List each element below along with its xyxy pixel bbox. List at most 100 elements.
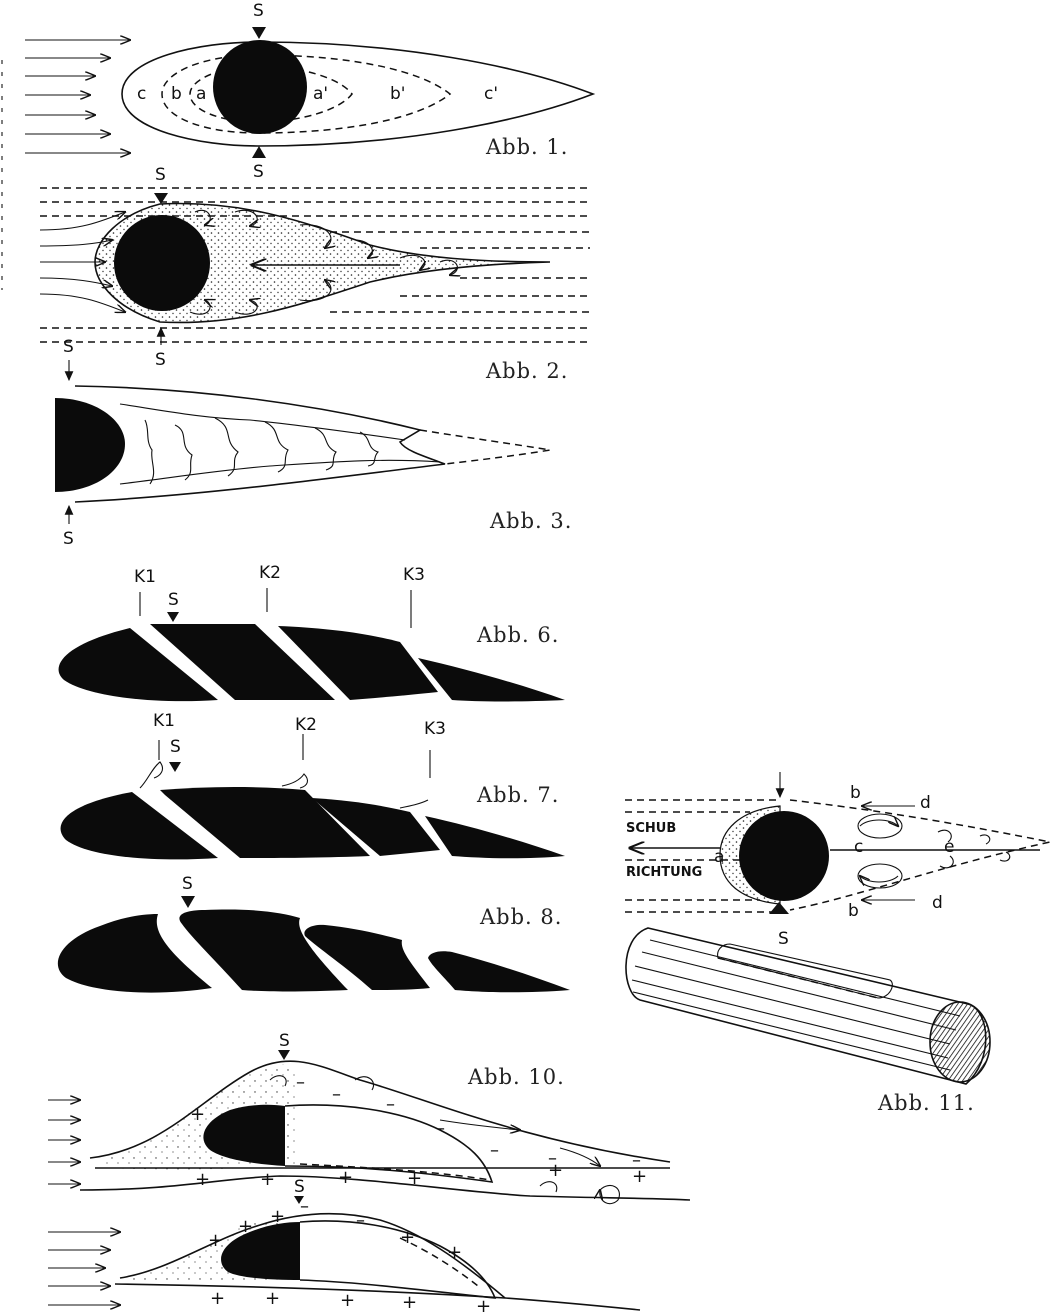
separation-curls (139, 761, 429, 809)
wing-segment-2 (179, 909, 348, 992)
wing-segment-2 (150, 624, 335, 700)
stagnation-marker (181, 896, 195, 908)
caption-abb3: Abb. 3. (489, 509, 572, 533)
caption-abb6: Abb. 6. (476, 623, 559, 647)
lower-wing-front (221, 1222, 300, 1280)
svg-text:–: – (296, 1072, 305, 1093)
svg-text:+: + (195, 1169, 210, 1190)
stagnation-label-bottom: S (63, 529, 74, 549)
wake-contour-lines (119, 403, 441, 485)
figure-abb3: S S Abb. 3. (55, 337, 572, 549)
figure-abb2: S S Abb. 2. (39, 165, 590, 383)
dashed-streamlines (40, 187, 590, 343)
wing-segment-4 (428, 951, 570, 993)
word-richtung: RICHTUNG (626, 865, 702, 880)
wing-segment-1 (57, 914, 213, 993)
caption-abb10: Abb. 10. (467, 1065, 565, 1089)
label-a: a (714, 847, 724, 867)
svg-text:+: + (402, 1292, 417, 1313)
k3-label: K3 (403, 565, 425, 585)
svg-text:+: + (238, 1216, 253, 1237)
k1-label: K1 (153, 711, 175, 731)
lower-wing-rear (299, 1220, 497, 1299)
upper-curls (269, 1075, 620, 1205)
stagnation-marker-top (252, 27, 266, 39)
wing-segment-3 (278, 626, 438, 700)
stagnation-marker-bottom (769, 902, 789, 914)
zone-label-b-prime: b' (390, 84, 405, 104)
stagnation-label-top: S (63, 337, 74, 357)
stagnation-marker-bottom (252, 146, 266, 158)
lower-stagnation-label: S (294, 1177, 305, 1197)
figure-abb1: S S c b a a' b' c' Abb. 1. (25, 1, 596, 182)
zone-label-c: c (137, 84, 146, 104)
zone-label-c-prime: c' (484, 84, 498, 104)
cylinder-body (114, 215, 210, 311)
svg-text:–: – (632, 1150, 641, 1171)
caption-abb2: Abb. 2. (485, 359, 568, 383)
label-b-top: b (850, 783, 861, 803)
svg-text:+: + (190, 1104, 205, 1125)
wing-segment-4 (418, 658, 565, 702)
stagnation-label-bottom: S (253, 162, 264, 182)
k3-label: K3 (424, 719, 446, 739)
stagnation-label: S (182, 874, 193, 894)
caption-abb7: Abb. 7. (476, 783, 559, 807)
svg-text:+: + (447, 1242, 462, 1263)
upper-stagnation-marker (278, 1050, 290, 1060)
cylinder-3d (625, 927, 991, 1085)
lower-outer-line (119, 1212, 506, 1299)
svg-text:–: – (490, 1140, 499, 1161)
wing-segment-3 (304, 924, 430, 990)
stagnation-label: S (778, 929, 789, 949)
caption-abb8: Abb. 8. (479, 905, 562, 929)
upper-wing-front (203, 1104, 285, 1166)
wake-outline (74, 385, 446, 503)
svg-text:+: + (270, 1206, 285, 1227)
k2-label: K2 (259, 563, 281, 583)
wing-segment-4 (425, 816, 565, 859)
wing-segment-1 (58, 628, 218, 702)
caption-abb11: Abb. 11. (877, 1091, 975, 1115)
figure-abb8: S Abb. 8. (57, 874, 570, 993)
stagnation-marker-top (154, 193, 168, 204)
stagnation-marker (167, 612, 179, 622)
svg-text:–: – (300, 1196, 309, 1217)
flow-arrows (25, 40, 130, 153)
lower-baseline (114, 1283, 641, 1311)
label-d-bottom: d (932, 893, 943, 913)
svg-text:–: – (386, 1094, 395, 1115)
vortex-loops (857, 813, 1011, 889)
upper-pressure-signs: + + + + + + + – – – – – – – (190, 1072, 647, 1190)
wake-region (94, 202, 551, 324)
svg-text:+: + (260, 1169, 275, 1190)
lower-flow-arrows (48, 1232, 120, 1305)
lower-pressure-signs: + + + + + + + + + + – – (208, 1196, 491, 1315)
svg-text:+: + (340, 1290, 355, 1311)
stagnation-label-top: S (253, 1, 264, 21)
upper-wing-rear (284, 1104, 494, 1183)
vortex-arrows (189, 209, 457, 315)
svg-text:+: + (338, 1167, 353, 1188)
stagnation-label: S (168, 590, 179, 610)
svg-text:–: – (548, 1148, 557, 1169)
wing-segment-3 (312, 798, 440, 856)
svg-text:+: + (476, 1296, 491, 1315)
outer-zone-c (121, 41, 596, 147)
wing-segment-2 (160, 787, 370, 858)
svg-text:–: – (436, 1118, 445, 1139)
cylinder-body (213, 40, 307, 134)
stagnation-label-top: S (155, 165, 166, 185)
zone-label-a: a (196, 84, 206, 104)
svg-text:–: – (332, 1084, 341, 1105)
upper-lower-streamline (79, 1175, 691, 1201)
label-d-top: d (920, 793, 931, 813)
svg-text:+: + (407, 1168, 422, 1189)
svg-text:–: – (356, 1210, 365, 1231)
wake-tip-dashed (419, 429, 551, 465)
zone-b (161, 54, 452, 134)
figure-abb7: K1 K2 K3 S Abb. 7. (60, 711, 565, 860)
stagnation-label: S (170, 737, 181, 757)
zone-label-b: b (171, 84, 182, 104)
